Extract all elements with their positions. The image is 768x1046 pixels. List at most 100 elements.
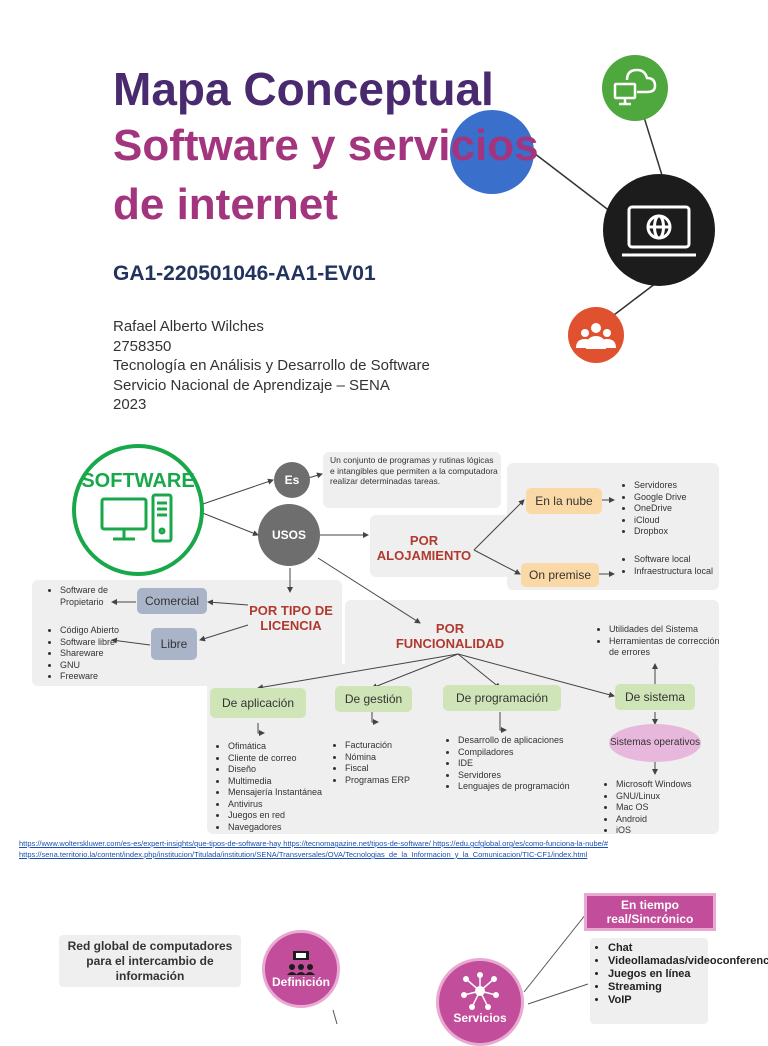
people-group-icon	[576, 323, 616, 349]
list-item: GNU/Linux	[616, 791, 692, 803]
internet-connectors	[332, 913, 589, 1024]
tiempo-real-list: Chat Videollamadas/videoconferencia Jueg…	[594, 942, 768, 1007]
servicios-node: Servicios	[436, 958, 524, 1046]
list-item: Desarrollo de aplicaciones	[458, 735, 570, 747]
por-tipo-licencia-label: POR TIPO DE LICENCIA	[249, 603, 333, 633]
es-definition-panel	[323, 452, 501, 508]
list-item: Ofimática	[228, 741, 322, 753]
author-program: Tecnología en Análisis y Desarrollo de S…	[113, 357, 430, 374]
list-item: Infraestructura local	[634, 566, 724, 578]
usos-node: USOS	[258, 504, 320, 566]
definicion-node: Definición	[262, 930, 340, 1008]
author-name: Rafael Alberto Wilches	[113, 318, 264, 335]
software-label: SOFTWARE	[81, 469, 195, 492]
red-global-panel	[59, 935, 241, 987]
list-item: GNU	[60, 660, 119, 672]
aplicacion-list: Ofimática Cliente de correo Diseño Multi…	[214, 741, 322, 833]
list-item: Cliente de correo	[228, 753, 322, 765]
list-item: Dropbox	[634, 526, 687, 538]
nube-list: Servidores Google Drive OneDrive iCloud …	[620, 480, 687, 538]
de-gestion-node: De gestión	[335, 686, 412, 712]
list-item: Herramientas de corrección de errores	[609, 636, 721, 659]
list-item: Videollamadas/videoconferencia	[608, 955, 768, 968]
network-hub-icon	[461, 972, 499, 1010]
on-premise-node: On premise	[521, 563, 599, 587]
blue-circle	[450, 110, 534, 194]
list-item: Compiladores	[458, 747, 570, 759]
de-sistema-node: De sistema	[615, 684, 695, 710]
author-year: 2023	[113, 396, 147, 413]
libre-node: Libre	[151, 628, 197, 660]
list-item: Software local	[634, 554, 724, 566]
network-icon	[287, 951, 315, 975]
servicios-label: Servicios	[453, 1011, 507, 1025]
es-node: Es	[274, 462, 310, 498]
programacion-list: Desarrollo de aplicaciones Compiladores …	[444, 735, 570, 793]
decorative-circles	[450, 55, 715, 363]
sistemas-operativos-node: Sistemas operativos	[609, 724, 701, 762]
author-block: Rafael Alberto Wilches 2758350 Tecnologí…	[113, 317, 430, 415]
author-institution: Servicio Nacional de Aprendizaje – SENA	[113, 376, 390, 394]
title-line-1: Mapa Conceptual	[113, 63, 494, 115]
list-item: Software de Propietario	[60, 585, 130, 608]
list-item: Juegos en línea	[608, 968, 722, 981]
definicion-label: Definición	[271, 975, 330, 989]
list-item: Android	[616, 814, 692, 826]
list-item: Diseño	[228, 764, 322, 776]
list-item: Software libre	[60, 637, 119, 649]
software-node: SOFTWARE	[72, 444, 204, 576]
funcionalidad-panel	[345, 600, 719, 670]
por-alojamiento-label: POR ALOJAMIENTO	[376, 533, 472, 563]
list-item: Mensajería Instantánea	[228, 787, 322, 799]
list-item: iCloud	[634, 515, 687, 527]
list-item: Facturación	[345, 740, 410, 752]
cloud-computer-icon	[613, 68, 657, 106]
premise-list: Software local Infraestructura local	[620, 554, 724, 577]
es-definition: Un conjunto de programas y rutinas lógic…	[330, 455, 498, 486]
list-item: Utilidades del Sistema	[609, 624, 721, 636]
list-item: Microsoft Windows	[616, 779, 692, 791]
list-item: Servidores	[634, 480, 687, 492]
list-item: Shareware	[60, 648, 119, 660]
orange-circle	[568, 307, 624, 363]
list-item: Streaming	[608, 981, 722, 994]
list-item: Fiscal	[345, 763, 410, 775]
sistema-list: Utilidades del Sistema Herramientas de c…	[595, 624, 721, 659]
tiempo-real-panel	[590, 938, 708, 1024]
laptop-globe-icon	[622, 205, 696, 257]
list-item: Nómina	[345, 752, 410, 764]
list-item: Juegos en red	[228, 810, 322, 822]
list-item: Navegadores	[228, 822, 322, 834]
list-item: Lenguajes de programación	[458, 781, 570, 793]
reference-links-line-1[interactable]: https://www.wolterskluwer.com/es-es/expe…	[19, 839, 609, 848]
list-item: Chat	[608, 942, 722, 955]
list-item: Código Abierto	[60, 625, 119, 637]
comercial-list: Software de Propietario	[46, 585, 130, 608]
list-item: Freeware	[60, 671, 119, 683]
list-item: Mac OS	[616, 802, 692, 814]
title-line-3: de internet	[113, 180, 338, 229]
libre-list: Código Abierto Software libre Shareware …	[46, 625, 119, 683]
list-item: OneDrive	[634, 503, 687, 515]
list-item: Servidores	[458, 770, 570, 782]
tiempo-real-node: En tiempo real/Sincrónico	[584, 893, 716, 931]
black-circle	[603, 174, 715, 286]
list-item: Google Drive	[634, 492, 687, 504]
so-list: Microsoft Windows GNU/Linux Mac OS Andro…	[602, 779, 692, 837]
author-id: 2758350	[113, 337, 172, 355]
comercial-node: Comercial	[137, 588, 207, 614]
software-connectors	[111, 472, 658, 775]
desktop-computer-icon	[100, 493, 173, 542]
list-item: Multimedia	[228, 776, 322, 788]
red-global-text: Red global de computadores para el inter…	[67, 939, 233, 983]
de-aplicacion-node: De aplicación	[210, 688, 306, 718]
alojamiento-label-panel	[370, 515, 510, 577]
list-item: VoIP	[608, 994, 722, 1007]
reference-links-line-2[interactable]: https://sena.territorio.la/content/index…	[19, 850, 588, 859]
list-item: IDE	[458, 758, 570, 770]
list-item: Antivirus	[228, 799, 322, 811]
en-la-nube-node: En la nube	[526, 488, 602, 514]
activity-code: GA1-220501046-AA1-EV01	[113, 262, 376, 285]
list-item: iOS	[616, 825, 692, 837]
de-programacion-node: De programación	[443, 685, 561, 711]
